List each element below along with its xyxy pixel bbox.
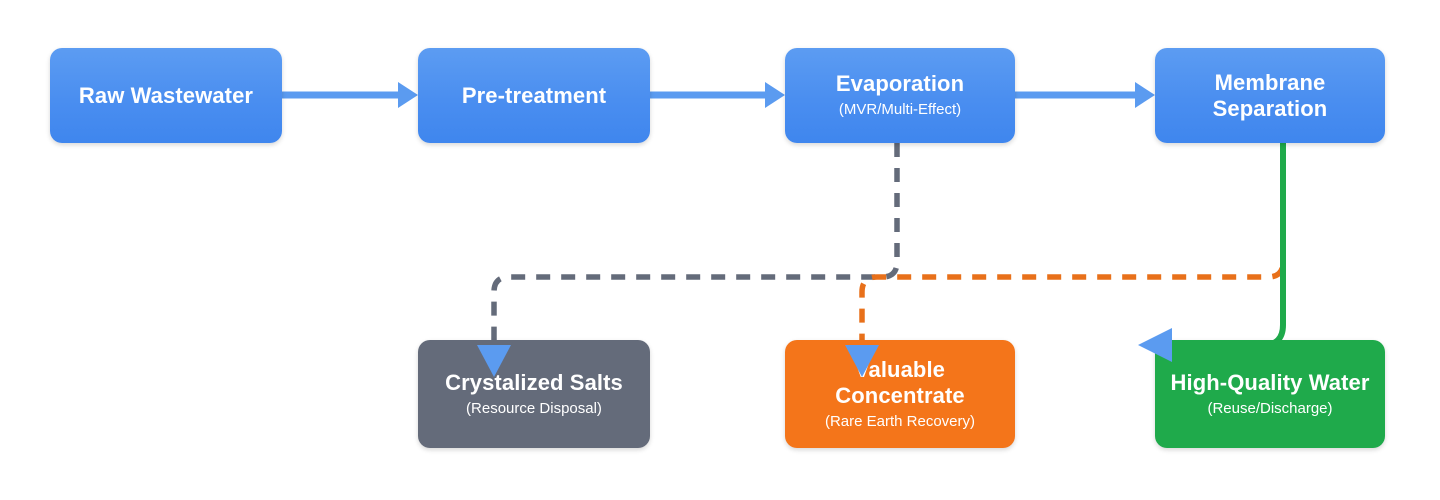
node-valuable-concentrate-subtitle: (Rare Earth Recovery)	[824, 412, 976, 430]
node-crystalized-salts[interactable]: Crystalized Salts (Resource Disposal)	[418, 340, 650, 448]
edge-membrane-to-water	[1172, 143, 1286, 348]
node-crystalized-salts-title: Crystalized Salts	[445, 369, 623, 395]
edge-pre-to-evap	[650, 82, 785, 108]
node-high-quality-water-subtitle: (Reuse/Discharge)	[1207, 399, 1333, 417]
edge-membrane-to-concentrate	[859, 143, 1286, 352]
node-membrane-separation[interactable]: Membrane Separation	[1155, 48, 1385, 143]
node-crystalized-salts-subtitle: (Resource Disposal)	[466, 399, 602, 417]
node-evaporation-subtitle: (MVR/Multi-Effect)	[838, 101, 962, 119]
edge-evap-to-membrane	[1015, 82, 1155, 108]
node-membrane-separation-title: Membrane Separation	[1212, 69, 1328, 121]
edge-evap-to-salts	[491, 143, 900, 352]
edge-raw-to-pre	[282, 82, 418, 108]
node-high-quality-water[interactable]: High-Quality Water (Reuse/Discharge)	[1155, 340, 1385, 448]
node-evaporation[interactable]: Evaporation (MVR/Multi-Effect)	[785, 48, 1015, 143]
node-raw-wastewater[interactable]: Raw Wastewater	[50, 48, 282, 143]
node-raw-wastewater-title: Raw Wastewater	[78, 82, 254, 108]
node-high-quality-water-title: High-Quality Water	[1170, 369, 1370, 395]
node-pre-treatment-title: Pre-treatment	[461, 82, 607, 108]
node-valuable-concentrate[interactable]: Valuable Concentrate (Rare Earth Recover…	[785, 340, 1015, 448]
node-evaporation-title: Evaporation	[835, 71, 965, 97]
node-pre-treatment[interactable]: Pre-treatment	[418, 48, 650, 143]
node-valuable-concentrate-title: Valuable Concentrate	[835, 356, 965, 408]
